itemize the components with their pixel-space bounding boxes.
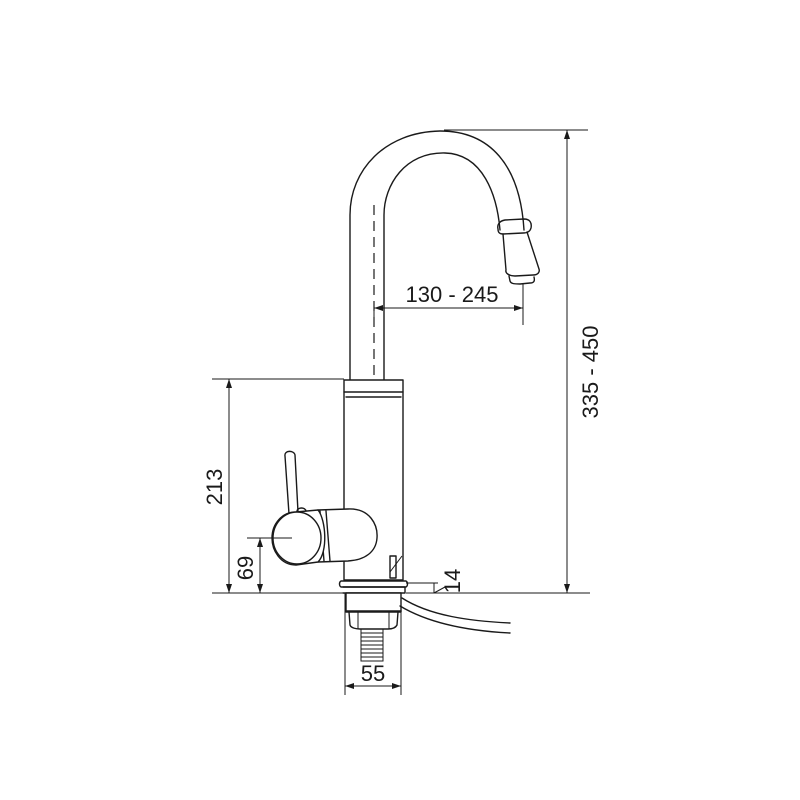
dimension-handle-height: 69 <box>233 537 292 593</box>
spout <box>349 130 525 381</box>
handle-height-label: 69 <box>233 556 258 580</box>
base-width-label: 55 <box>361 661 385 686</box>
dimension-spout-reach: 130 - 245 <box>373 282 524 325</box>
base-mount <box>338 580 511 662</box>
aerator <box>497 218 540 285</box>
spout-reach-label: 130 - 245 <box>406 282 499 307</box>
threaded-stem <box>360 628 384 662</box>
dimension-total-height: 335 - 450 <box>406 129 603 594</box>
dimension-body-height: 213 <box>202 378 344 594</box>
handle <box>271 450 378 566</box>
body-height-label: 213 <box>202 469 227 506</box>
total-height-label: 335 - 450 <box>578 326 603 419</box>
dimension-base-ring: 14 <box>406 569 465 594</box>
dimension-base-width: 55 <box>344 593 402 695</box>
base-ring-label: 14 <box>440 569 465 593</box>
